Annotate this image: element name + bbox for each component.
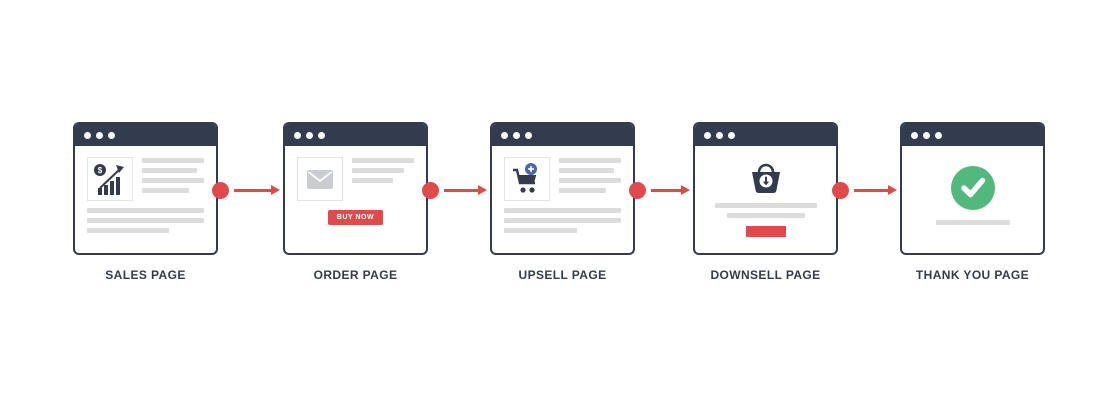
text-placeholder-block bbox=[914, 220, 1031, 230]
cart-frame bbox=[504, 157, 550, 201]
window-dot bbox=[716, 131, 723, 139]
step-label-sales-page: SALES PAGE bbox=[105, 268, 186, 282]
window-dot bbox=[96, 131, 103, 139]
browser-body: $ bbox=[75, 146, 216, 233]
text-placeholder-line bbox=[142, 188, 190, 193]
arrow-right-icon bbox=[478, 185, 487, 195]
connector-line bbox=[234, 188, 271, 192]
connector-3 bbox=[629, 181, 690, 199]
window-dot bbox=[704, 131, 711, 139]
sales-chart-frame: $ bbox=[87, 157, 133, 201]
window-dot bbox=[923, 131, 930, 139]
action-button-placeholder bbox=[745, 226, 786, 237]
basket-download-icon bbox=[751, 163, 780, 193]
text-placeholder-line bbox=[504, 208, 621, 213]
cart-plus-icon bbox=[513, 163, 537, 193]
connector-dot bbox=[212, 181, 229, 199]
connector-line bbox=[444, 188, 478, 192]
text-placeholder-line bbox=[87, 218, 204, 223]
step-order-page: BUY NOW ORDER PAGE bbox=[283, 122, 428, 282]
browser-header bbox=[695, 124, 836, 146]
step-label-downsell-page: DOWNSELL PAGE bbox=[710, 268, 821, 282]
browser-body bbox=[695, 146, 836, 237]
envelope-icon bbox=[307, 169, 333, 189]
arrow-right-icon bbox=[271, 185, 280, 195]
browser-header bbox=[285, 124, 426, 146]
connector-dot bbox=[629, 181, 646, 199]
check-circle-icon bbox=[950, 166, 995, 210]
text-placeholder-line bbox=[352, 178, 393, 183]
window-dot bbox=[513, 131, 520, 139]
window-dot bbox=[525, 131, 532, 139]
text-placeholder-block bbox=[352, 157, 414, 201]
step-label-upsell-page: UPSELL PAGE bbox=[518, 268, 607, 282]
step-thank-you-page: THANK YOU PAGE bbox=[900, 122, 1045, 282]
text-placeholder-block bbox=[504, 208, 621, 233]
step-label-thank-you-page: THANK YOU PAGE bbox=[915, 268, 1030, 282]
text-placeholder-line bbox=[352, 158, 414, 163]
text-placeholder-line bbox=[559, 178, 621, 183]
connector-line bbox=[651, 188, 681, 192]
connector-dot bbox=[832, 181, 849, 199]
text-placeholder-line bbox=[352, 168, 405, 173]
window-dot bbox=[318, 131, 325, 139]
text-placeholder-line bbox=[87, 208, 204, 213]
browser-window-upsell bbox=[490, 122, 635, 255]
window-dot bbox=[501, 131, 508, 139]
browser-body bbox=[902, 146, 1043, 230]
step-label-order-page: ORDER PAGE bbox=[313, 268, 398, 282]
step-downsell-page: DOWNSELL PAGE bbox=[693, 122, 838, 282]
text-placeholder-block bbox=[707, 203, 824, 223]
text-placeholder-line bbox=[726, 213, 805, 218]
connector-dot bbox=[422, 181, 439, 199]
window-dot bbox=[935, 131, 942, 139]
browser-header bbox=[75, 124, 216, 146]
text-placeholder-line bbox=[504, 218, 621, 223]
connector-4 bbox=[832, 181, 897, 199]
window-dot bbox=[306, 131, 313, 139]
text-placeholder-line bbox=[559, 168, 614, 173]
text-placeholder-line bbox=[714, 203, 817, 208]
text-placeholder-block bbox=[87, 208, 204, 233]
svg-text:$: $ bbox=[98, 166, 103, 175]
text-placeholder-line bbox=[142, 178, 204, 183]
browser-header bbox=[902, 124, 1043, 146]
connector-1 bbox=[212, 181, 280, 199]
step-upsell-page: UPSELL PAGE bbox=[490, 122, 635, 282]
window-dot bbox=[84, 131, 91, 139]
buy-now-button: BUY NOW bbox=[327, 210, 384, 225]
window-dot bbox=[108, 131, 115, 139]
text-placeholder-line bbox=[142, 168, 197, 173]
text-placeholder-line bbox=[142, 158, 204, 163]
window-dot bbox=[728, 131, 735, 139]
text-placeholder-line bbox=[935, 220, 1010, 225]
browser-body: BUY NOW bbox=[285, 146, 426, 225]
arrow-right-icon bbox=[888, 185, 897, 195]
sales-growth-chart-icon: $ bbox=[94, 164, 124, 195]
text-placeholder-block bbox=[559, 157, 621, 201]
text-placeholder-line bbox=[504, 228, 577, 233]
window-dot bbox=[294, 131, 301, 139]
connector-2 bbox=[422, 181, 487, 199]
text-placeholder-line bbox=[559, 158, 621, 163]
browser-body bbox=[492, 146, 633, 233]
browser-window-sales: $ bbox=[73, 122, 218, 255]
text-placeholder-line bbox=[87, 228, 169, 233]
browser-window-order: BUY NOW bbox=[283, 122, 428, 255]
step-sales-page: $ SALES PAGE bbox=[73, 122, 218, 282]
browser-window-thank-you bbox=[900, 122, 1045, 255]
envelope-frame bbox=[297, 157, 343, 201]
connector-line bbox=[854, 188, 888, 192]
text-placeholder-line bbox=[559, 188, 607, 193]
arrow-right-icon bbox=[681, 185, 690, 195]
checkmark-icon bbox=[960, 177, 985, 198]
browser-header bbox=[492, 124, 633, 146]
browser-window-downsell bbox=[693, 122, 838, 255]
text-placeholder-block bbox=[142, 157, 204, 201]
window-dot bbox=[911, 131, 918, 139]
